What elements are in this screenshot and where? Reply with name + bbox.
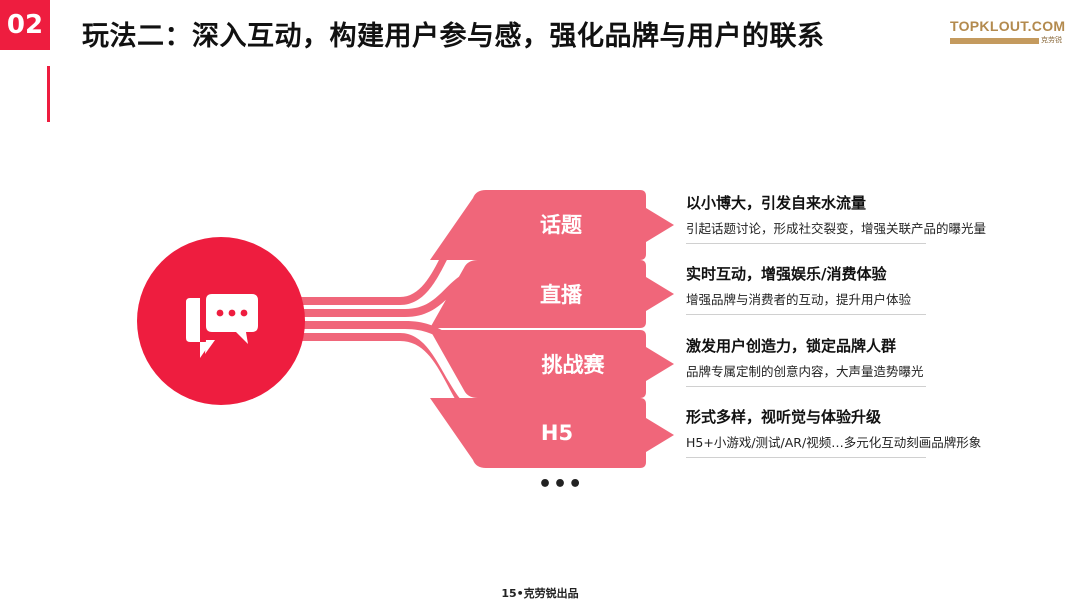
chat-bubbles-icon [186,294,258,358]
feature-item-h5: 形式多样，视听觉与体验升级 H5+小游戏/测试/AR/视频…多元化互动刻画品牌形… [686,407,1016,458]
tab-live [430,260,674,328]
tab-topic [430,190,674,260]
tab-label-challenge: 挑战赛 [541,353,605,377]
section-number-badge: 02 [0,0,50,50]
feature-divider [686,314,926,315]
feature-divider [686,243,926,244]
feature-desc: 品牌专属定制的创意内容，大声量造势曝光 [686,364,924,379]
brand-logo-cn: 克劳锐 [1041,36,1062,44]
feature-desc: 增强品牌与消费者的互动，提升用户体验 [686,292,912,307]
feature-item-live: 实时互动，增强娱乐/消费体验 增强品牌与消费者的互动，提升用户体验 [686,264,1016,315]
feature-divider [686,386,926,387]
feature-desc: 引起话题讨论，形成社交裂变，增强关联产品的曝光量 [686,221,987,236]
page-title: 玩法二：深入互动，构建用户参与感，强化品牌与用户的联系 [82,21,825,52]
feature-title: 实时互动，增强娱乐/消费体验 [686,265,887,283]
brand-logo-text: TOPKLOUT.COM [950,18,1066,34]
feature-title: 形式多样，视听觉与体验升级 [686,408,882,426]
connector-challenge [215,321,490,357]
tab-challenge [430,330,674,398]
more-ellipsis: ••• [538,472,584,497]
tab-h5 [430,398,674,468]
brand-logo: TOPKLOUT.COM 克劳锐 [950,18,1066,45]
feature-title: 以小博大，引发自来水流量 [686,194,867,212]
page-footer: 15•克劳锐出品 [501,587,579,600]
tab-label-h5: H5 [540,421,574,445]
tab-label-topic: 话题 [540,213,582,237]
feature-desc: H5+小游戏/测试/AR/视频…多元化互动刻画品牌形象 [686,435,982,450]
brand-logo-bar [950,37,1039,44]
feature-divider [686,457,926,458]
brand-logo-subline: 克劳锐 [950,36,1062,45]
feature-item-challenge: 激发用户创造力，锁定品牌人群 品牌专属定制的创意内容，大声量造势曝光 [686,336,1016,387]
feature-item-topic: 以小博大，引发自来水流量 引起话题讨论，形成社交裂变，增强关联产品的曝光量 [686,193,1016,244]
accent-divider [47,66,50,122]
feature-title: 激发用户创造力，锁定品牌人群 [686,337,897,355]
tab-label-live: 直播 [540,283,582,307]
